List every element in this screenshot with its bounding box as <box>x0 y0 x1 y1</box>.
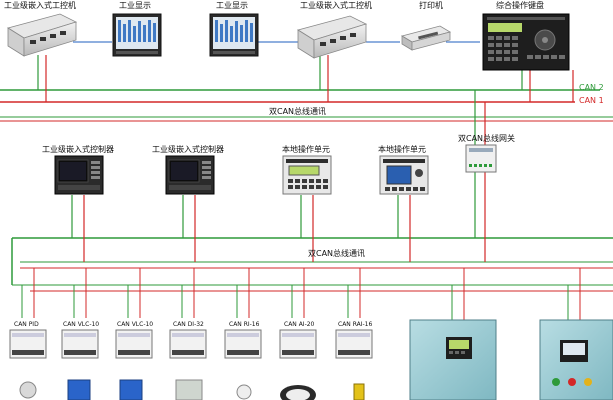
label-module-7: CAN RAI-16 <box>338 321 373 328</box>
printer-device <box>400 25 452 51</box>
label-module-4: CAN DI-32 <box>173 321 204 328</box>
field-instruments <box>19 379 365 400</box>
label-module-2: CAN VLC-10 <box>63 321 100 328</box>
module-can-vlc-10-b <box>115 329 153 359</box>
module-can-pid <box>9 329 47 359</box>
op-unit-2-device <box>379 155 429 195</box>
controller-1-device <box>54 155 104 195</box>
controller-2-device <box>165 155 215 195</box>
control-cabinet-left <box>409 319 497 400</box>
module-can-ri-16 <box>224 329 262 359</box>
top-device-drops <box>37 41 574 102</box>
label-module-3: CAN VLC-10 <box>117 321 154 328</box>
label-module-5: CAN RI-16 <box>229 321 260 328</box>
label-op-unit-1: 本地操作单元 <box>282 145 330 154</box>
control-cabinet-right <box>539 319 613 400</box>
industrial-display-2 <box>209 13 259 57</box>
label-dual-can-top: 双CAN总线通讯 <box>269 107 327 116</box>
industrial-display-1 <box>112 13 162 57</box>
label-ipc-right: 工业级嵌入式工控机 <box>300 1 372 10</box>
top-bus-lines <box>0 89 613 122</box>
label-printer: 打印机 <box>419 1 443 10</box>
gateway-up-lines <box>474 90 486 145</box>
label-ipc-left: 工业级嵌入式工控机 <box>4 1 76 10</box>
module-can-rai-16 <box>335 329 373 359</box>
label-controller-2: 工业级嵌入式控制器 <box>152 145 224 154</box>
op-unit-1-device <box>282 155 332 195</box>
ipc-left-device <box>7 13 78 57</box>
io-modules <box>9 329 373 359</box>
label-module-6: CAN AI-20 <box>284 321 315 328</box>
label-gateway: 双CAN总线网关 <box>458 134 516 143</box>
label-keyboard: 综合操作键盘 <box>496 1 544 10</box>
label-can2: CAN 2 <box>579 83 604 92</box>
module-can-vlc-10-a <box>61 329 99 359</box>
gateway-device <box>465 144 497 173</box>
operation-keyboard-device <box>482 13 570 71</box>
module-can-ai-20 <box>279 329 317 359</box>
label-op-unit-2: 本地操作单元 <box>378 145 426 154</box>
module-can-di-32 <box>169 329 207 359</box>
label-dual-can-bottom: 双CAN总线通讯 <box>308 249 366 258</box>
ipc-right-device <box>297 15 368 59</box>
module-drops <box>21 268 581 320</box>
label-can1: CAN 1 <box>579 96 604 105</box>
label-display-1: 工业显示 <box>119 1 151 10</box>
middle-device-drops <box>71 172 486 262</box>
label-module-1: CAN PID <box>14 321 39 328</box>
label-display-2: 工业显示 <box>216 1 248 10</box>
label-controller-1: 工业级嵌入式控制器 <box>42 145 114 154</box>
